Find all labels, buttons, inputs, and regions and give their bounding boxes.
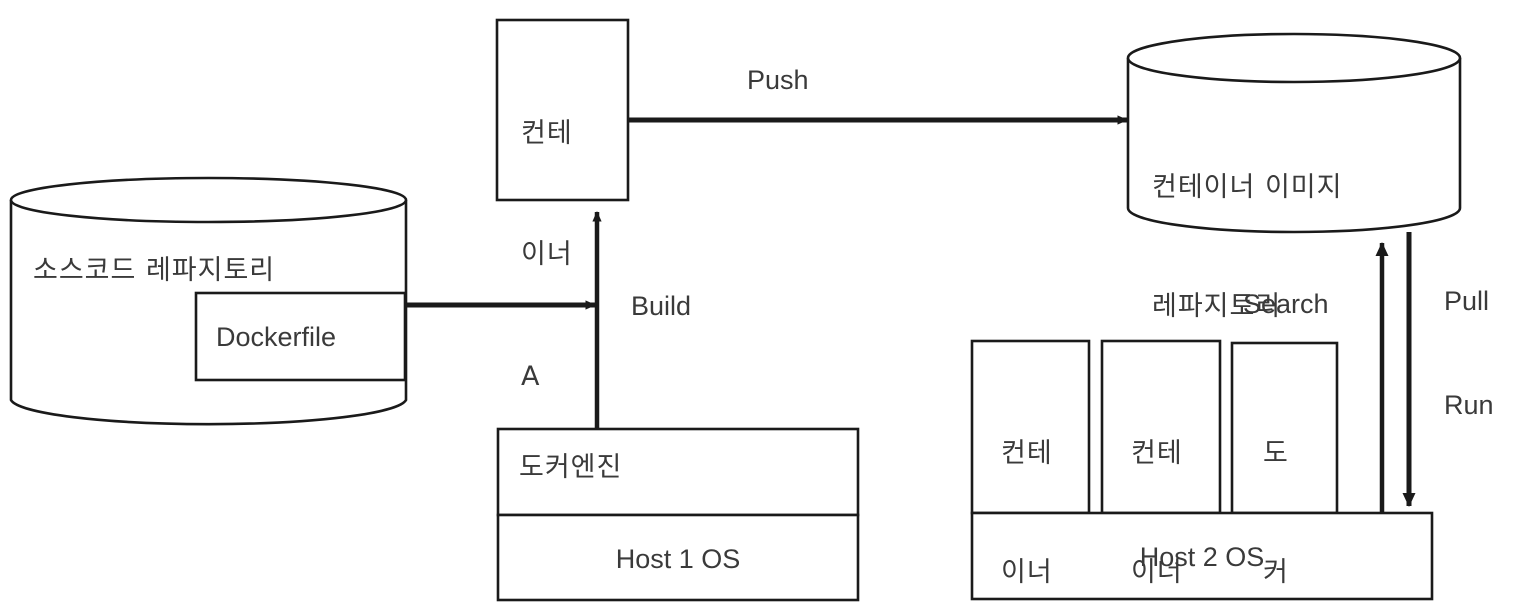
image-repo-line-2: 레파지토리 <box>1152 291 1282 323</box>
host2-container-b-label: 컨테 이너 B <box>1001 366 1101 611</box>
run-label: Run <box>1444 390 1494 420</box>
source-repo-shape <box>9 176 408 426</box>
host2-docker-line-1: 도 <box>1263 438 1289 470</box>
dockerfile-label: Dockerfile <box>216 322 337 352</box>
host2-container-a-label: 컨테 이너 A <box>1131 366 1231 611</box>
container-a-build-line-2: 이너 <box>521 239 573 271</box>
host2-docker-line-2: 커 <box>1263 557 1289 589</box>
image-repo-line-1: 컨테이너 이미지 <box>1152 172 1343 204</box>
container-a-build-line-1: 컨테 <box>521 118 573 150</box>
docker-engine-label: 도커엔진 <box>519 452 623 483</box>
host2-docker-label: 도 커 <box>1263 366 1343 611</box>
search-label: Search <box>1243 289 1329 319</box>
container-a-build-label: 컨테 이너 A <box>521 46 631 464</box>
host1-os-label: Host 1 OS <box>615 544 741 574</box>
image-repo-label: 컨테이너 이미지 레파지토리 <box>1152 100 1452 395</box>
push-label: Push <box>747 65 809 95</box>
pull-label: Pull <box>1444 286 1490 316</box>
build-label: Build <box>631 291 692 321</box>
host2-container-a-line-2: 이너 <box>1131 557 1183 589</box>
host2-container-b-line-1: 컨테 <box>1001 438 1053 470</box>
container-a-build-line-3: A <box>521 360 541 392</box>
host2-container-b-line-2: 이너 <box>1001 557 1053 589</box>
host2-os-label: Host 2 OS <box>1139 542 1265 572</box>
source-repo-label: 소스코드 레파지토리 <box>33 255 276 286</box>
host2-container-a-line-1: 컨테 <box>1131 438 1183 470</box>
